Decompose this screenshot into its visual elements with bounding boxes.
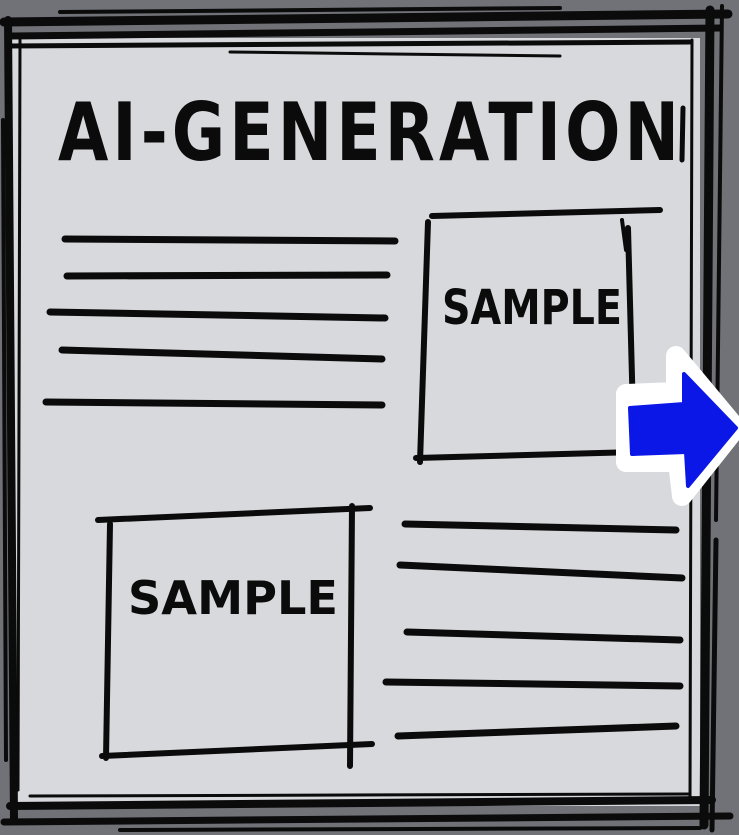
text-line <box>61 235 399 245</box>
text-line <box>394 722 680 740</box>
sample-label: SAMPLE <box>128 571 338 625</box>
text-line <box>42 398 386 409</box>
text-line <box>63 271 391 280</box>
title-trailing-mark <box>679 105 686 163</box>
text-line <box>401 520 680 534</box>
text-block-top <box>42 235 399 409</box>
text-block-bottom <box>382 520 686 740</box>
paper-sheet <box>10 38 700 806</box>
text-line <box>46 308 389 322</box>
text-line <box>382 678 684 690</box>
text-line <box>58 346 386 363</box>
right-arrow-icon[interactable] <box>616 346 739 506</box>
sample-image-box <box>95 503 375 769</box>
text-line <box>403 628 684 644</box>
sample-label: SAMPLE <box>442 280 622 336</box>
page-title: AI-GENERATION <box>58 86 683 179</box>
text-line <box>396 561 686 582</box>
